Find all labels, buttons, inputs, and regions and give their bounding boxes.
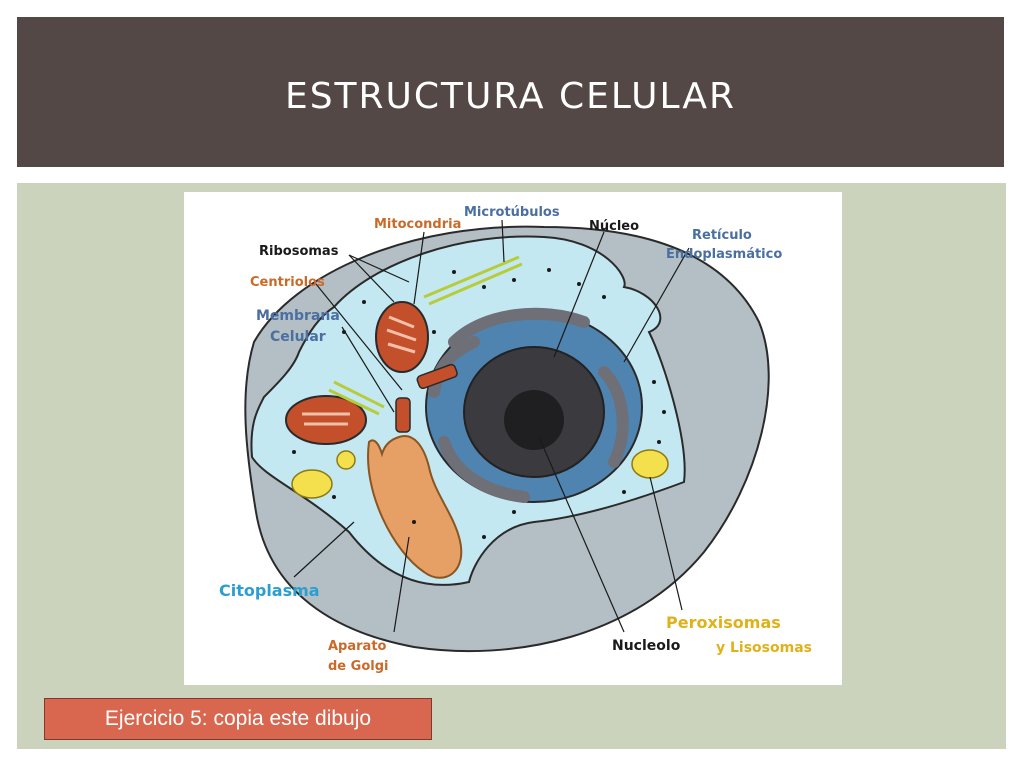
label-mitocondria: Mitocondria [374,217,461,232]
centriole-1 [416,363,458,390]
label-ribosomas: Ribosomas [259,244,339,259]
peroxisome-left [291,469,333,499]
centriole-2 [395,397,411,433]
label-reticulo-2: Endoplasmático [666,247,782,262]
label-membrana-1: Membrana [256,308,340,324]
ribosome-dots [292,268,666,539]
exercise-text: Ejercicio 5: copia este dibujo [104,707,372,730]
nucleolus [504,390,564,450]
cell-diagram: Ribosomas Mitocondria Microtúbulos Núcle… [184,192,842,685]
label-aparato-2: de Golgi [328,659,388,674]
label-nucleo: Núcleo [589,219,639,234]
peroxisome-right [631,449,669,479]
slide-title: ESTRUCTURA CELULAR [284,75,737,117]
label-lisosomas: y Lisosomas [716,640,812,656]
label-aparato-1: Aparato [328,639,387,654]
endoplasmic-reticulum [428,307,629,503]
label-membrana-2: Celular [270,329,326,345]
mitochondrion-top [375,301,429,373]
lysosome-small [336,450,356,470]
mitochondrion-left [285,395,367,445]
leader-lines [293,219,690,633]
label-citoplasma: Citoplasma [219,581,320,600]
label-reticulo-1: Retículo [692,228,752,243]
slide-header: ESTRUCTURA CELULAR [17,17,1004,167]
exercise-badge: Ejercicio 5: copia este dibujo [44,698,432,740]
label-nucleolo: Nucleolo [612,638,681,654]
label-microtubulos: Microtúbulos [464,205,560,220]
microtubules [328,255,523,416]
label-peroxisomas: Peroxisomas [666,613,781,632]
label-centriolos: Centriolos [250,275,325,290]
cell-diagram-svg: Ribosomas Mitocondria Microtúbulos Núcle… [219,205,812,674]
